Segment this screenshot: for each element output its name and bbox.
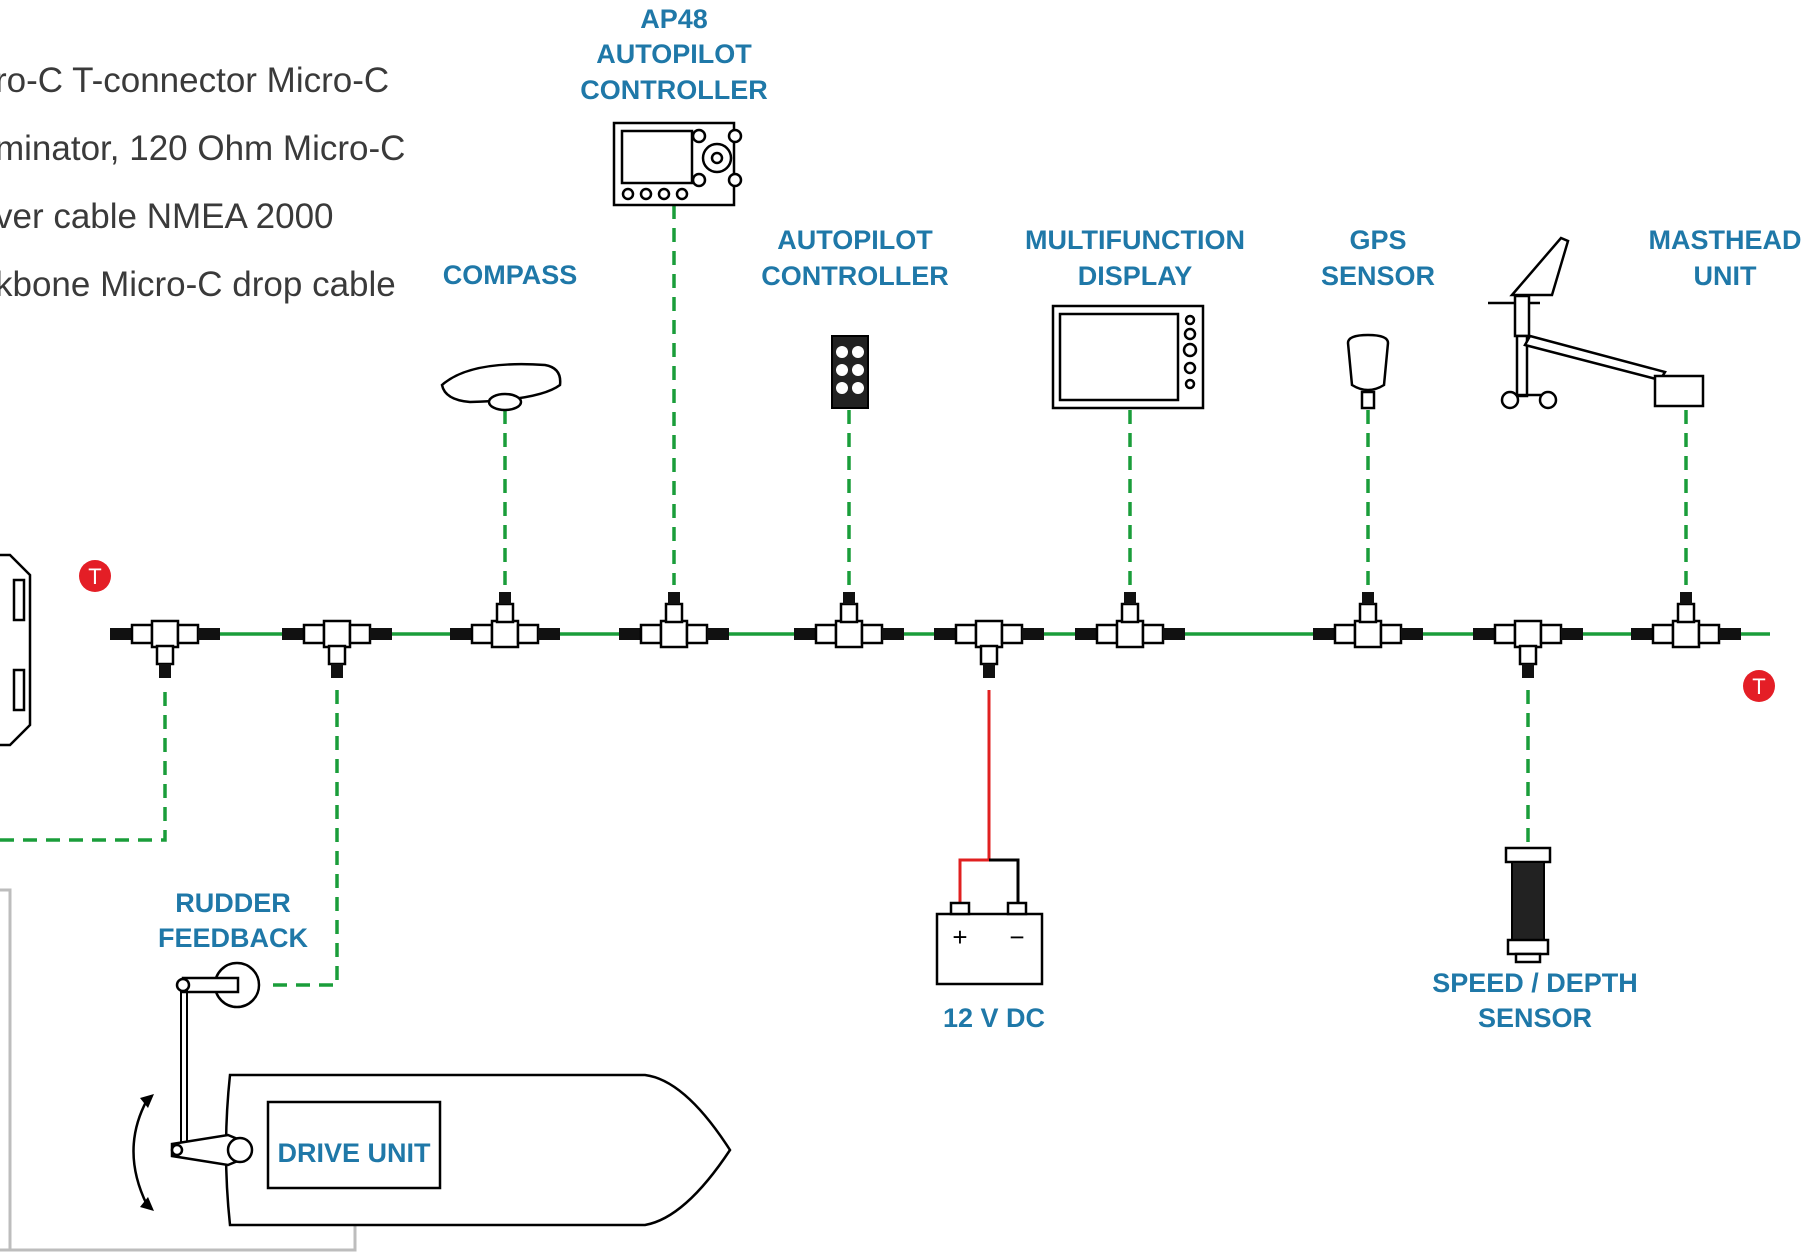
terminator-left: T bbox=[79, 560, 111, 592]
ap48-label-line1: AP48 bbox=[640, 4, 708, 34]
drive-unit-label: DRIVE UNIT bbox=[277, 1138, 431, 1168]
power-positive-wire bbox=[958, 690, 991, 905]
compass-icon bbox=[440, 362, 562, 404]
power-cable bbox=[958, 690, 1020, 905]
power-negative-wire bbox=[989, 858, 1020, 905]
compass-device bbox=[440, 362, 562, 412]
boat bbox=[132, 1073, 732, 1227]
autopilot-controller-label-line1: AUTOPILOT bbox=[777, 225, 933, 255]
terminator-label: T bbox=[1752, 674, 1765, 699]
terminator-icon bbox=[1743, 670, 1775, 702]
terminator-label: T bbox=[88, 564, 101, 589]
masthead-device bbox=[1488, 236, 1705, 410]
mfd-label-line2: DISPLAY bbox=[1078, 261, 1193, 291]
gps-icon bbox=[1346, 333, 1390, 392]
speed-depth-label-line2: SENSOR bbox=[1478, 1003, 1592, 1033]
legend-terminator: minator, 120 Ohm Micro-C bbox=[0, 129, 405, 168]
t-connector-icon bbox=[280, 619, 394, 680]
legend-power-cable: ver cable NMEA 2000 bbox=[0, 197, 334, 236]
masthead-icon bbox=[1509, 236, 1570, 297]
legend-drop-cable: kbone Micro-C drop cable bbox=[0, 265, 396, 304]
compass-label: COMPASS bbox=[443, 260, 578, 290]
autopilot-computer bbox=[0, 553, 32, 747]
battery-icon bbox=[935, 912, 1044, 986]
t-connector-icon bbox=[932, 619, 1046, 680]
gps-label-line1: GPS bbox=[1349, 225, 1406, 255]
speed-depth-label-line1: SPEED / DEPTH bbox=[1432, 968, 1638, 998]
gps-device bbox=[1346, 333, 1390, 410]
legend-t-connector: ro-C T-connector Micro-C bbox=[0, 61, 389, 100]
speed-depth-device bbox=[1504, 846, 1552, 964]
drop-cable-rudder-feedback bbox=[265, 690, 339, 987]
mfd-device bbox=[1051, 304, 1205, 410]
battery-minus: − bbox=[1009, 922, 1024, 952]
t-connector-icon bbox=[448, 590, 562, 649]
battery: + − bbox=[935, 901, 1044, 986]
drop-cables bbox=[0, 205, 1688, 987]
masthead-label-line1: MASTHEAD bbox=[1649, 225, 1802, 255]
t-connector-icon bbox=[792, 590, 906, 649]
autopilot-controller-device bbox=[831, 335, 869, 409]
rudder-feedback-device bbox=[175, 961, 261, 1150]
t-connector-icon bbox=[1311, 590, 1425, 649]
ap48-label-line2: AUTOPILOT bbox=[596, 39, 752, 69]
t-connector-icon bbox=[108, 619, 222, 680]
speed-depth-icon bbox=[1504, 846, 1552, 864]
t-connector-icon bbox=[1073, 590, 1187, 649]
rudder-feedback-label-line1: RUDDER bbox=[175, 888, 291, 918]
t-connector-icon bbox=[617, 590, 731, 649]
terminator-right: T bbox=[1743, 670, 1775, 702]
drop-cable-left-device bbox=[0, 690, 167, 842]
device-labels: AP48 AUTOPILOT CONTROLLER COMPASS AUTOPI… bbox=[158, 4, 1802, 1168]
drive-unit-box bbox=[266, 1100, 442, 1190]
masthead-label-line2: UNIT bbox=[1694, 261, 1757, 291]
rudder-feedback-label-line2: FEEDBACK bbox=[158, 923, 309, 953]
autopilot-controller-label-line2: CONTROLLER bbox=[761, 261, 948, 291]
power-label: 12 V DC bbox=[943, 1003, 1045, 1033]
gps-label-line2: SENSOR bbox=[1321, 261, 1435, 291]
t-connector-icon bbox=[1471, 619, 1585, 680]
terminator-icon bbox=[79, 560, 111, 592]
legend: ro-C T-connector Micro-C minator, 120 Oh… bbox=[0, 61, 405, 304]
mechanical-links bbox=[0, 888, 357, 1252]
t-connector-icon bbox=[1629, 590, 1743, 649]
ap48-label-line3: CONTROLLER bbox=[580, 75, 767, 105]
steering-arc-icon bbox=[132, 1099, 149, 1206]
ap48-device bbox=[612, 121, 743, 207]
battery-plus: + bbox=[952, 922, 967, 952]
mfd-label-line1: MULTIFUNCTION bbox=[1025, 225, 1245, 255]
